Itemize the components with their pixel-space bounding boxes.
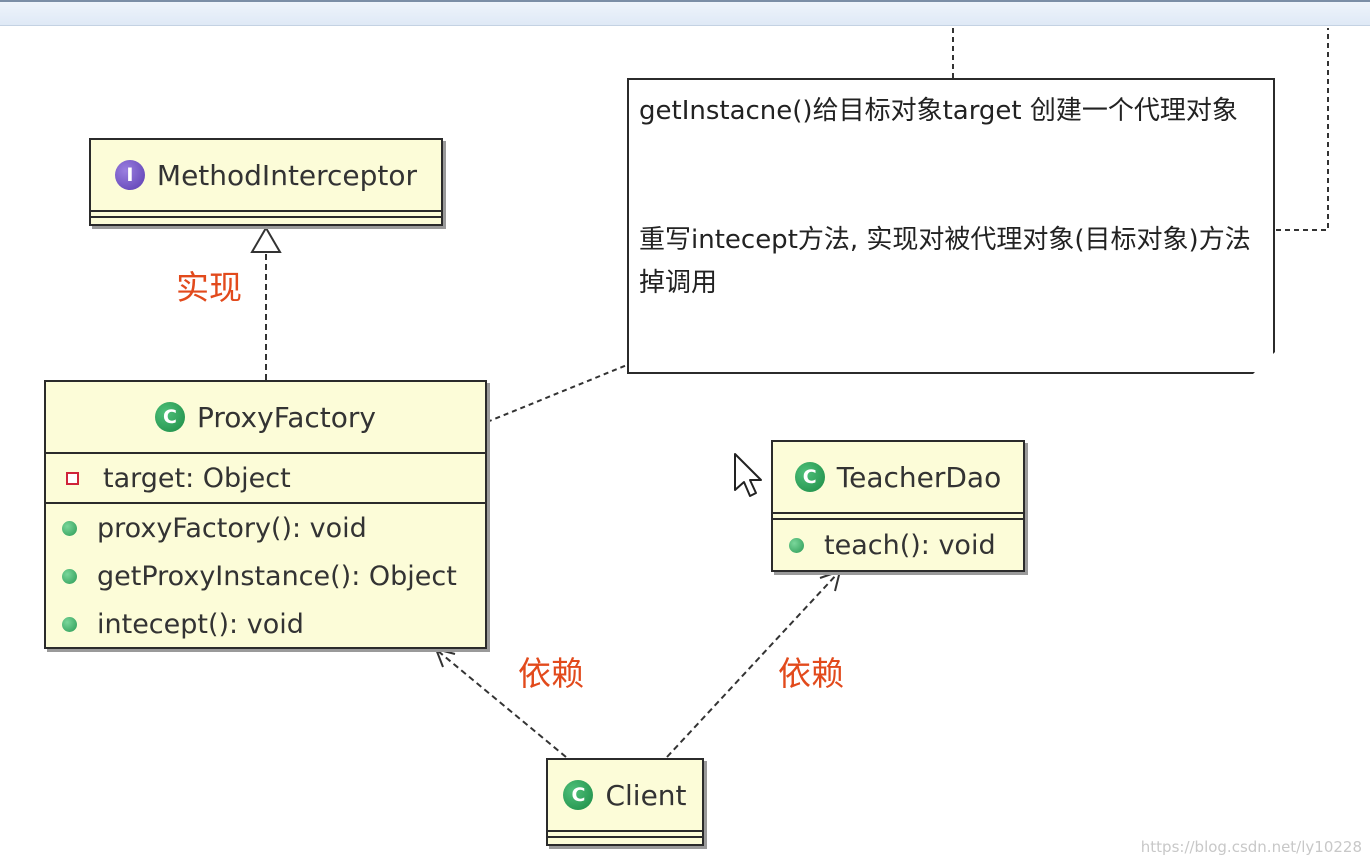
compartment-divider: [46, 502, 485, 504]
class-icon: C: [563, 780, 594, 810]
class-header: C ProxyFactory: [46, 382, 485, 452]
method-row[interactable]: getProxyInstance(): Object: [46, 552, 485, 600]
method-label: teach(): void: [824, 529, 996, 561]
class-name: TeacherDao: [836, 460, 1002, 494]
dependency-line-teacherdao: [666, 572, 839, 758]
note-text-1: getInstacne()给目标对象target 创建一个代理对象: [639, 96, 1238, 126]
method-row[interactable]: teach(): void: [773, 520, 1023, 570]
note-text-2: 重写intecept方法, 实现对被代理对象(目标对象)方法掉调用: [639, 225, 1251, 298]
watermark: https://blog.csdn.net/ly10228: [1140, 838, 1362, 856]
class-name: Client: [605, 778, 687, 812]
public-method-icon: [789, 537, 804, 553]
note-anchor-right: [1276, 28, 1329, 231]
field-label: target: Object: [103, 462, 291, 494]
dependency-arrowhead-proxyfactory: [434, 647, 456, 668]
class-icon: C: [155, 402, 185, 432]
public-method-icon: [62, 568, 77, 584]
public-method-icon: [62, 520, 77, 536]
class-header: I MethodInterceptor: [91, 140, 441, 210]
compartment-divider: [91, 210, 441, 218]
class-header: C TeacherDao: [773, 442, 1023, 512]
class-name: ProxyFactory: [197, 400, 376, 434]
class-name: MethodInterceptor: [156, 158, 418, 192]
class-proxyfactory[interactable]: C ProxyFactory target: Object proxyFacto…: [44, 380, 487, 649]
dependency-label-teacherdao: 依赖: [778, 654, 844, 693]
dependency-label-proxyfactory: 依赖: [518, 654, 584, 693]
compartment-divider: [548, 830, 702, 838]
class-header: C Client: [548, 760, 702, 830]
dependency-arrowhead-teacherdao: [819, 569, 842, 592]
mouse-cursor-icon: [734, 453, 762, 497]
public-method-icon: [62, 616, 77, 632]
method-row[interactable]: proxyFactory(): void: [46, 504, 485, 552]
class-teacherdao[interactable]: C TeacherDao teach(): void: [771, 440, 1025, 572]
method-label: proxyFactory(): void: [97, 512, 367, 544]
class-client[interactable]: C Client: [546, 758, 704, 846]
window-top-bar: [0, 0, 1370, 26]
implements-label: 实现: [176, 268, 242, 307]
method-label: intecept(): void: [97, 608, 304, 640]
private-field-icon: [66, 471, 79, 485]
note-link-proxyfactory: [486, 364, 628, 423]
implements-arrowhead: [250, 226, 282, 253]
class-icon: C: [794, 462, 825, 492]
method-row[interactable]: intecept(): void: [46, 600, 485, 648]
class-methodinterceptor[interactable]: I MethodInterceptor: [89, 138, 443, 226]
method-label: getProxyInstance(): Object: [97, 560, 457, 592]
dependency-line-proxyfactory: [437, 650, 567, 758]
compartment-divider: [773, 512, 1023, 520]
note-box[interactable]: getInstacne()给目标对象target 创建一个代理对象 重写inte…: [627, 78, 1275, 374]
field-row[interactable]: target: Object: [46, 454, 485, 502]
interface-icon: I: [114, 160, 145, 190]
compartment-divider: [46, 452, 485, 454]
